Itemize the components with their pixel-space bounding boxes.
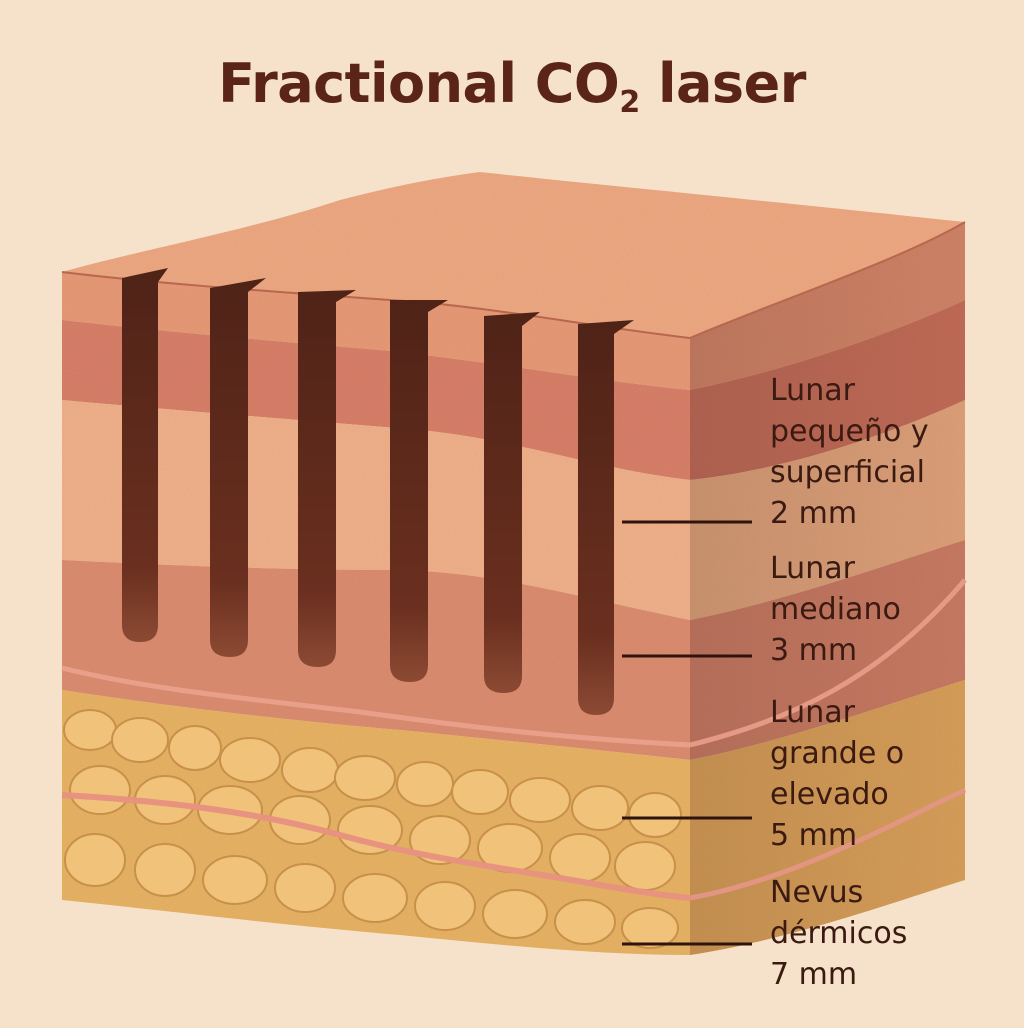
laser-channel-2	[210, 278, 266, 657]
fat-lobules	[63, 709, 682, 949]
side-face	[689, 222, 967, 955]
diagram-title: Fractional CO2 laser	[218, 52, 806, 120]
laser-channels	[122, 268, 634, 715]
skin-top-surface	[62, 172, 965, 338]
laser-channel-6	[578, 320, 634, 715]
vessel-lower	[61, 792, 691, 901]
laser-channel-1	[122, 268, 168, 642]
laser-channel-3	[298, 290, 356, 667]
depth-2mm: 2 mm	[770, 496, 858, 531]
leader-lines	[622, 520, 752, 946]
vessel-upper	[61, 665, 691, 748]
depth-7mm: 7 mm	[770, 957, 858, 992]
laser-channel-5	[484, 312, 540, 693]
depth-5mm: 5 mm	[770, 818, 858, 853]
depth-3mm: 3 mm	[770, 633, 858, 668]
laser-channel-4	[390, 300, 448, 682]
title-subscript: 2	[619, 85, 640, 120]
